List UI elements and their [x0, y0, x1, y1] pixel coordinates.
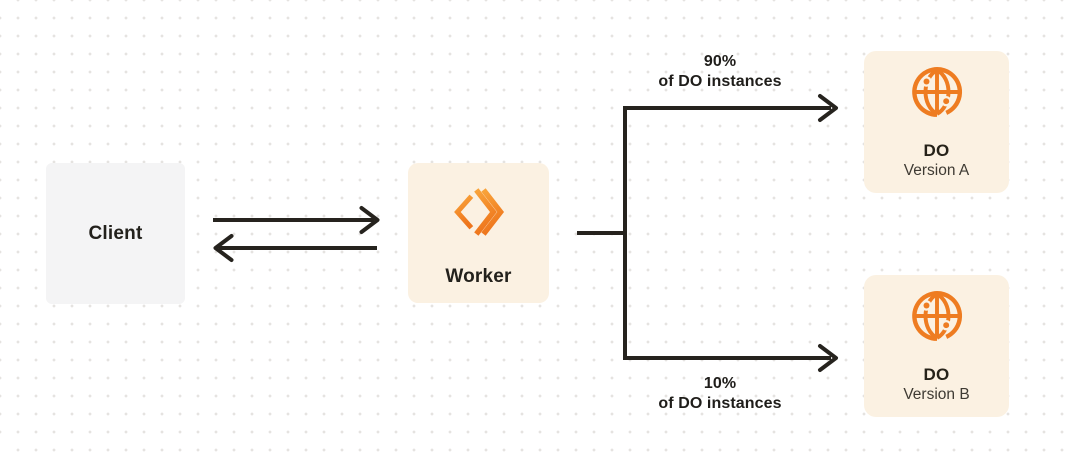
worker-label: Worker — [445, 266, 512, 287]
worker-node: Worker — [408, 163, 549, 303]
top-branch-label: 90% of DO instances — [610, 52, 830, 91]
globe-icon — [909, 288, 965, 344]
arrow-bottom-branch-head — [818, 344, 838, 372]
bottom-branch-percent: 10% — [703, 375, 737, 392]
do-a-title: DO — [923, 141, 950, 160]
do-version-b-node: DO Version B — [864, 275, 1009, 417]
split-branches — [623, 106, 831, 360]
bottom-branch-caption: of DO instances — [658, 394, 782, 412]
client-label: Client — [88, 222, 143, 244]
arrow-worker-to-client-head — [213, 234, 234, 262]
globe-icon — [909, 64, 965, 120]
do-version-a-node: DO Version A — [864, 51, 1009, 193]
cloudflare-workers-icon — [452, 185, 506, 239]
do-a-subtitle: Version A — [903, 162, 970, 179]
top-branch-percent: 90% — [703, 53, 737, 70]
bottom-branch-label: 10% of DO instances — [610, 374, 830, 413]
client-node: Client — [46, 163, 185, 304]
do-b-subtitle: Version B — [903, 386, 970, 403]
do-b-title: DO — [923, 365, 950, 384]
top-branch-caption: of DO instances — [658, 72, 782, 90]
arrow-top-branch-head — [818, 94, 838, 122]
arrow-client-to-worker-head — [359, 206, 380, 234]
